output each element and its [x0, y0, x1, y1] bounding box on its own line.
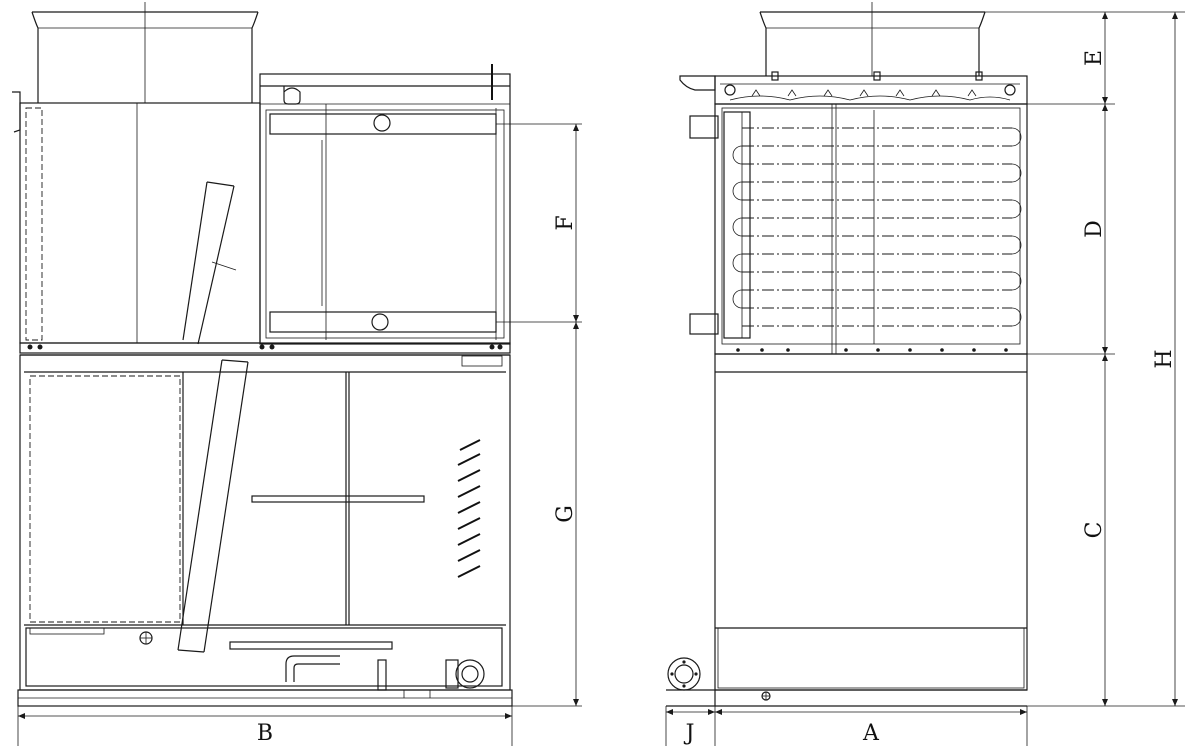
side-view: J A E D C H — [665, 2, 1185, 746]
dimension-label-g: G — [553, 505, 578, 523]
side-base — [666, 657, 1027, 707]
dimension-label-a: A — [862, 721, 880, 746]
side-coil-section — [689, 103, 1028, 355]
side-top-frame — [679, 75, 1028, 105]
mid-rail — [19, 342, 511, 354]
dimension-c: C — [1082, 354, 1108, 706]
fan-hood — [31, 2, 259, 103]
dimension-h: H — [1152, 12, 1178, 706]
front-view: B F G — [12, 2, 582, 746]
dimension-label-c: C — [1082, 522, 1107, 539]
fixing-points — [27, 344, 503, 350]
dimension-label-h: H — [1152, 349, 1177, 368]
dimension-label-f: F — [553, 215, 578, 230]
side-fan-hood — [759, 2, 986, 81]
upper-right-coil-section — [259, 64, 511, 345]
dimension-g: G — [512, 322, 582, 707]
dimension-label-j: J — [684, 721, 695, 746]
side-fixing-points — [736, 348, 1008, 352]
spray-nozzles — [751, 89, 977, 97]
dimension-label-d: D — [1082, 220, 1107, 238]
dimension-a: A — [715, 706, 1028, 746]
dimension-b: B — [17, 706, 513, 746]
serpentine-coil — [732, 127, 1022, 327]
louvre-vents — [457, 439, 481, 578]
dimension-f: F — [496, 123, 582, 323]
upper-left-casing — [12, 91, 261, 344]
dimension-label-e: E — [1082, 50, 1107, 66]
lower-cabinet — [19, 354, 511, 698]
inclined-pipe — [177, 181, 249, 653]
side-lower-cabinet — [714, 353, 1028, 701]
dimension-j: J — [665, 706, 716, 746]
dimension-d: D — [1082, 104, 1108, 354]
dimension-label-b: B — [257, 721, 273, 746]
dimension-e: E — [1082, 12, 1108, 104]
